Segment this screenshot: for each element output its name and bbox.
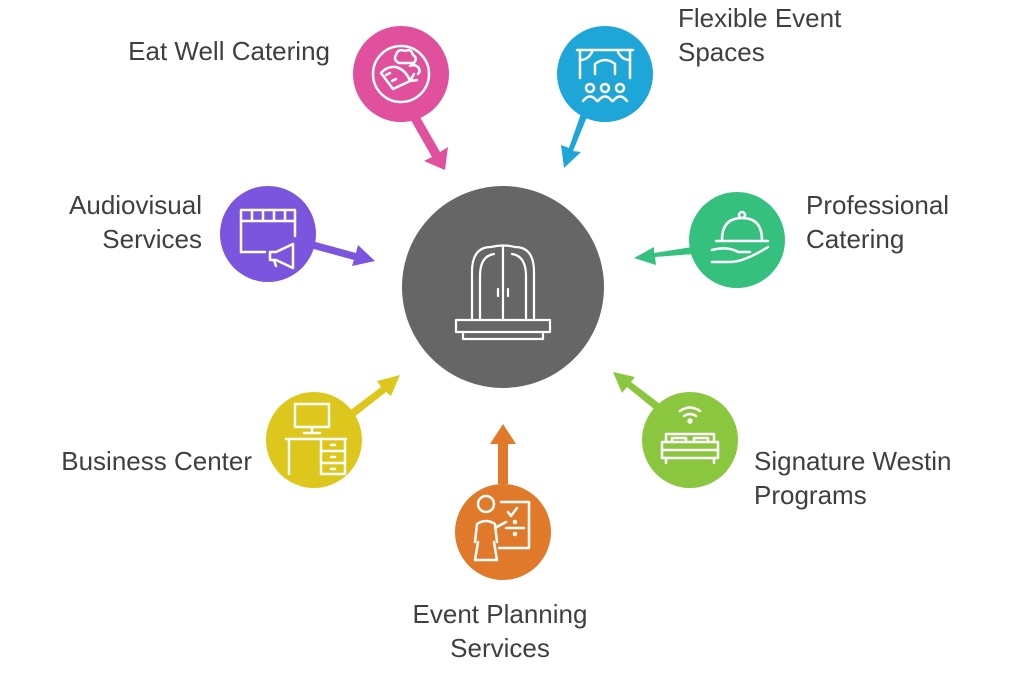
label-signature-westin-programs: Signature Westin Programs: [754, 446, 952, 510]
node-audiovisual-services: [220, 186, 375, 282]
cloche-serving-icon: [710, 210, 770, 264]
stage-audience-icon: [575, 48, 635, 103]
arrow-audiovisual-services: [310, 241, 375, 266]
arched-doorway-icon: [454, 244, 552, 341]
arrow-business-center: [348, 375, 400, 418]
node-professional-catering: [634, 192, 785, 288]
node-circle-flexible-event-spaces: [557, 26, 653, 122]
arrow-professional-catering: [634, 245, 706, 265]
label-professional-catering: Professional Catering: [806, 190, 950, 254]
label-event-planning-services: Event Planning Services: [412, 599, 588, 663]
central-hub: [402, 186, 604, 388]
node-flexible-event-spaces: [557, 26, 653, 168]
arrow-event-planning-services: [490, 424, 516, 484]
node-signature-westin-programs: [613, 372, 738, 488]
label-eat-well-catering: Eat Well Catering: [128, 36, 330, 66]
arrow-flexible-event-spaces: [561, 105, 591, 168]
node-circle-audiovisual-services: [220, 186, 316, 282]
node-event-planning-services: [455, 424, 551, 580]
label-audiovisual-services: Audiovisual Services: [69, 190, 202, 254]
presenter-board-icon: [473, 494, 531, 562]
label-business-center: Business Center: [61, 446, 252, 476]
node-business-center: [266, 375, 400, 488]
computer-desk-icon: [284, 402, 348, 476]
node-eat-well-catering: [353, 26, 449, 170]
wifi-bed-icon: [660, 406, 720, 465]
arrow-signature-westin-programs: [613, 372, 664, 413]
film-megaphone-icon: [239, 208, 297, 270]
label-flexible-event-spaces: Flexible Event Spaces: [678, 3, 842, 67]
node-circle-event-planning-services: [455, 484, 551, 580]
vegetables-plate-icon: [371, 44, 431, 104]
node-circle-eat-well-catering: [353, 26, 449, 122]
